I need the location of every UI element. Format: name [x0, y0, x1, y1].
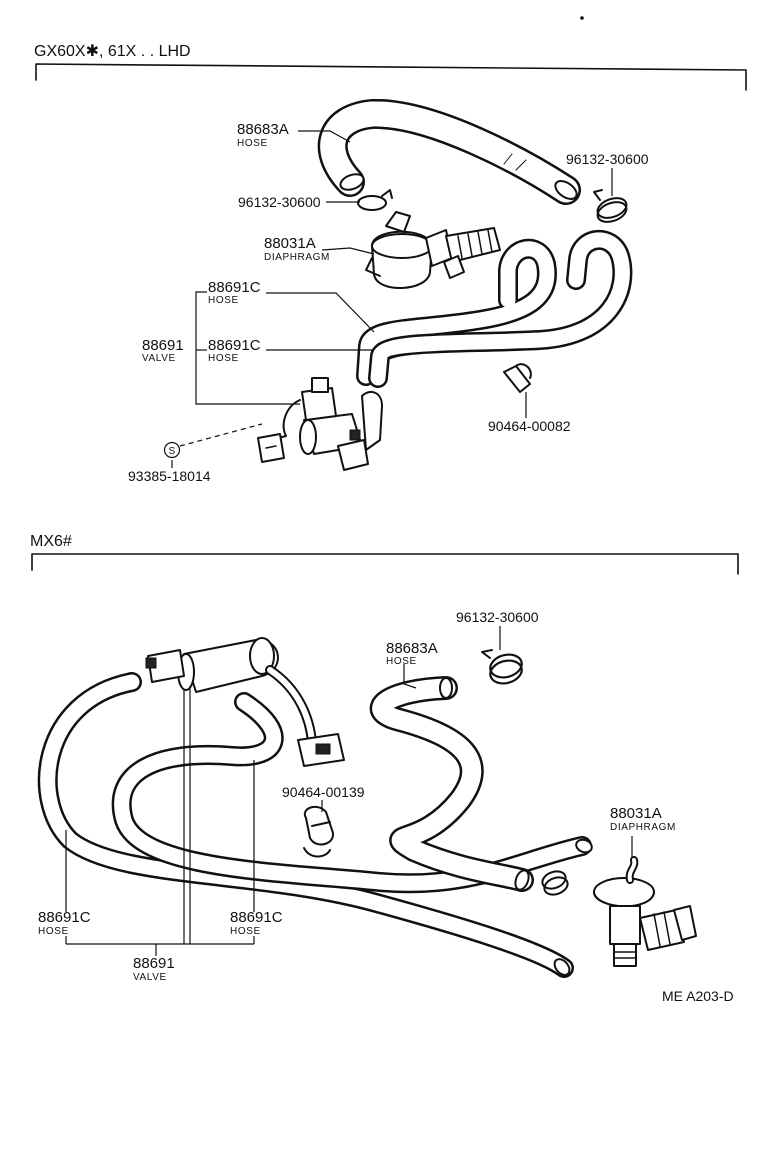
speck-mark [580, 16, 584, 20]
leader-top-hose-a [266, 292, 375, 333]
label-bottom-hose-88683a-number: 88683A [386, 640, 438, 657]
label-top-clamp-left: 96132-30600 [238, 194, 321, 210]
screw-symbol: S [169, 446, 176, 457]
label-top-screw: 93385-18014 [128, 468, 211, 484]
bottom-valve-88691-drawing [145, 637, 345, 767]
label-top-hose-a-name: HOSE [208, 295, 239, 306]
label-top-hose-a-number: 88691C [208, 279, 261, 296]
label-top-clamp-right: 96132-30600 [566, 151, 649, 167]
label-bottom-hose-88683a-name: HOSE [386, 656, 417, 667]
bottom-section-bracket [31, 553, 739, 575]
label-top-diaphragm-number: 88031A [264, 235, 316, 252]
label-bottom-hose-right-number: 88691C [230, 909, 283, 926]
diagram-code: ME A203-D [662, 988, 734, 1004]
label-top-hose-b-name: HOSE [208, 353, 239, 364]
label-bottom-hose-right-name: HOSE [230, 926, 261, 937]
label-bottom-diaphragm-number: 88031A [610, 805, 662, 822]
diaphragm-88031a-drawing [365, 211, 501, 289]
valve-88691-drawing [257, 377, 383, 471]
label-top-diaphragm-name: DIAPHRAGM [264, 252, 330, 263]
leader-top-hose-88683a [298, 130, 351, 143]
leader-top-valve-bracket [195, 291, 300, 405]
label-bottom-clamp: 96132-30600 [456, 609, 539, 625]
leader-bottom-hose-88683a [403, 664, 417, 689]
top-section: GX60X✱, 61X . . LHD [34, 16, 747, 484]
label-bottom-hose-left-number: 88691C [38, 909, 91, 926]
label-top-hose-88683a-name: HOSE [237, 138, 268, 149]
bottom-hose-88683a-drawing [369, 676, 534, 892]
label-top-valve-number: 88691 [142, 337, 184, 354]
clamp-right-drawing [593, 189, 628, 223]
screw-symbol-circle [163, 441, 181, 459]
label-bottom-diaphragm-name: DIAPHRAGM [610, 822, 676, 833]
top-section-bracket [35, 63, 747, 91]
label-top-clip: 90464-00082 [488, 418, 571, 434]
bottom-diaphragm-drawing [593, 856, 697, 967]
label-bottom-valve-number: 88691 [133, 955, 175, 972]
label-bottom-hose-left-name: HOSE [38, 926, 69, 937]
top-section-title: GX60X✱, 61X . . LHD [34, 43, 191, 60]
label-top-valve-name: VALVE [142, 353, 176, 364]
leader-top-screw-dashed [179, 423, 263, 447]
bottom-clamp-drawing [481, 649, 523, 685]
bottom-clip-drawing [303, 805, 335, 858]
leader-top-diaphragm [321, 247, 375, 255]
label-top-hose-b-number: 88691C [208, 337, 261, 354]
bottom-section: MX6# [30, 533, 739, 1004]
label-bottom-clip: 90464-00139 [282, 784, 365, 800]
hose-88683a-drawing [317, 98, 581, 205]
label-top-hose-88683a-number: 88683A [237, 121, 289, 138]
clamp-left-drawing [357, 189, 393, 211]
label-bottom-valve-name: VALVE [133, 972, 167, 983]
bottom-section-title: MX6# [30, 533, 72, 550]
hoses-88691c-drawing [356, 230, 633, 388]
clip-90464-00082-drawing [503, 363, 532, 393]
bottom-clamp-small-drawing [541, 870, 569, 896]
